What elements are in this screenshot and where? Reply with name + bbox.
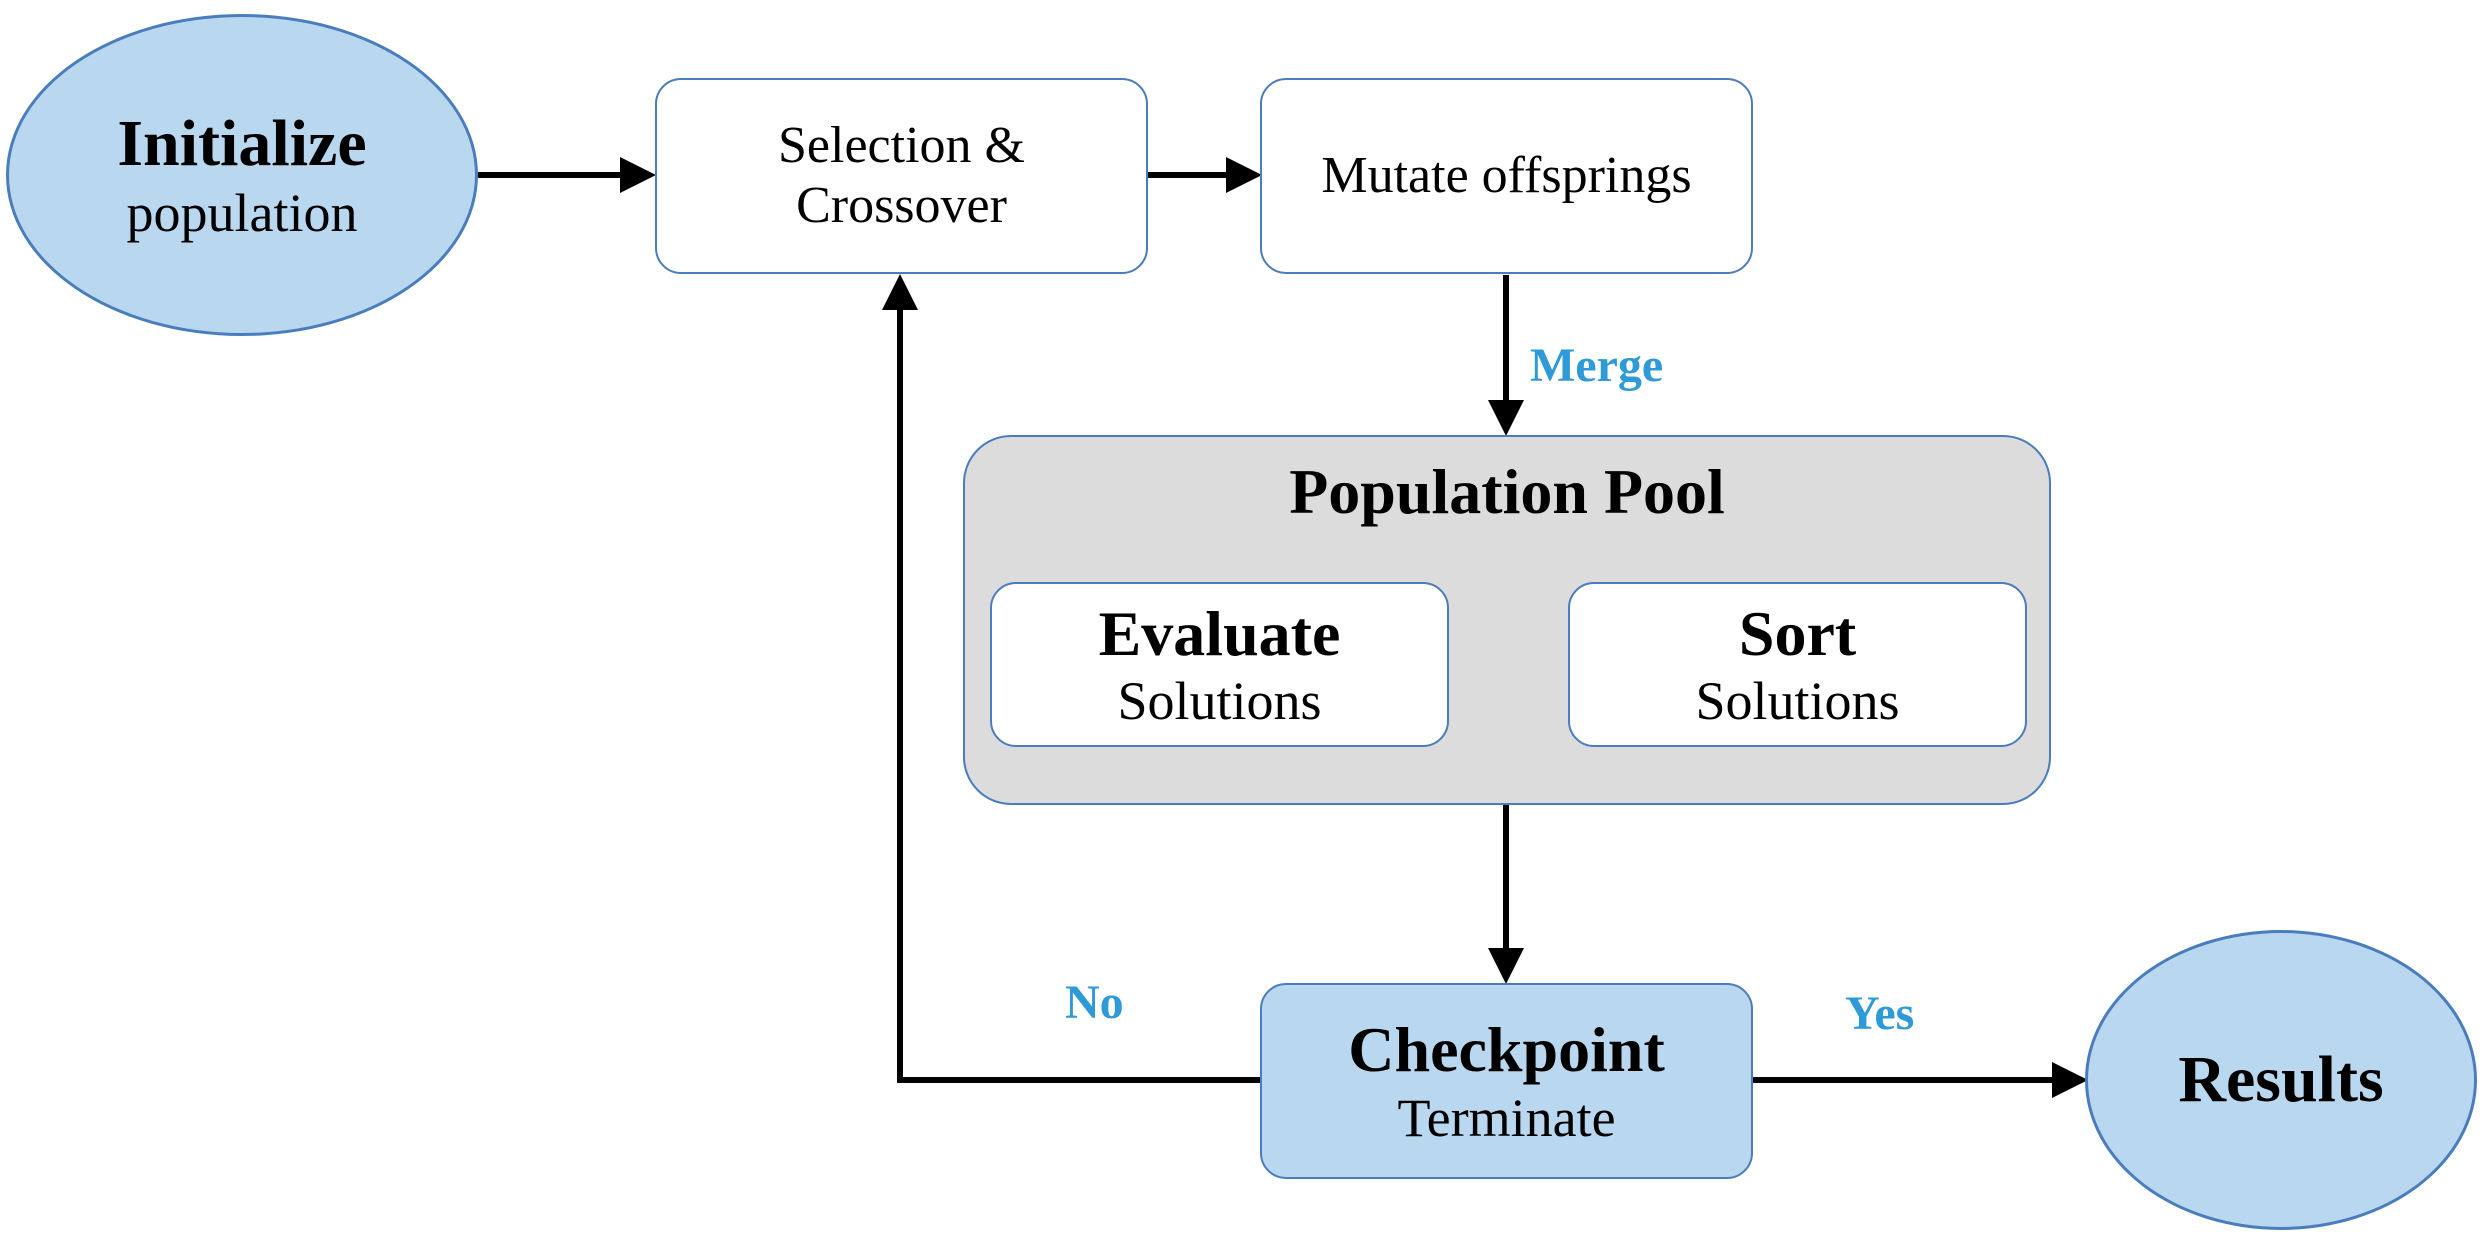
initialize-node: Initialize population [6,14,478,336]
checkpoint-title: Checkpoint [1348,1014,1665,1086]
yes-label: Yes [1845,987,1915,1040]
evaluate-title: Evaluate [1098,597,1341,669]
mutate-label: Mutate offsprings [1321,147,1692,205]
sort-solutions-node: Sort Solutions [1568,582,2027,747]
results-node: Results [2085,930,2477,1230]
edge-checkpoint-to-selection [882,274,1260,1083]
checkpoint-subtitle: Terminate [1397,1087,1616,1148]
evaluate-solutions-node: Evaluate Solutions [990,582,1449,747]
sort-title: Sort [1738,597,1857,669]
population-pool-title: Population Pool [1289,456,1725,527]
no-label: No [1065,976,1124,1029]
initialize-subtitle: population [126,182,358,243]
sort-subtitle: Solutions [1695,671,1900,732]
merge-label: Merge [1530,339,1664,392]
initialize-title: Initialize [117,107,367,180]
mutate-offsprings-node: Mutate offsprings [1260,78,1753,274]
results-title: Results [2178,1043,2384,1117]
selection-crossover-node: Selection & Crossover [655,78,1148,274]
selection-line1: Selection & [778,117,1025,175]
evaluate-subtitle: Solutions [1117,671,1322,732]
checkpoint-node: Checkpoint Terminate [1260,983,1753,1179]
selection-line2: Crossover [796,177,1007,234]
